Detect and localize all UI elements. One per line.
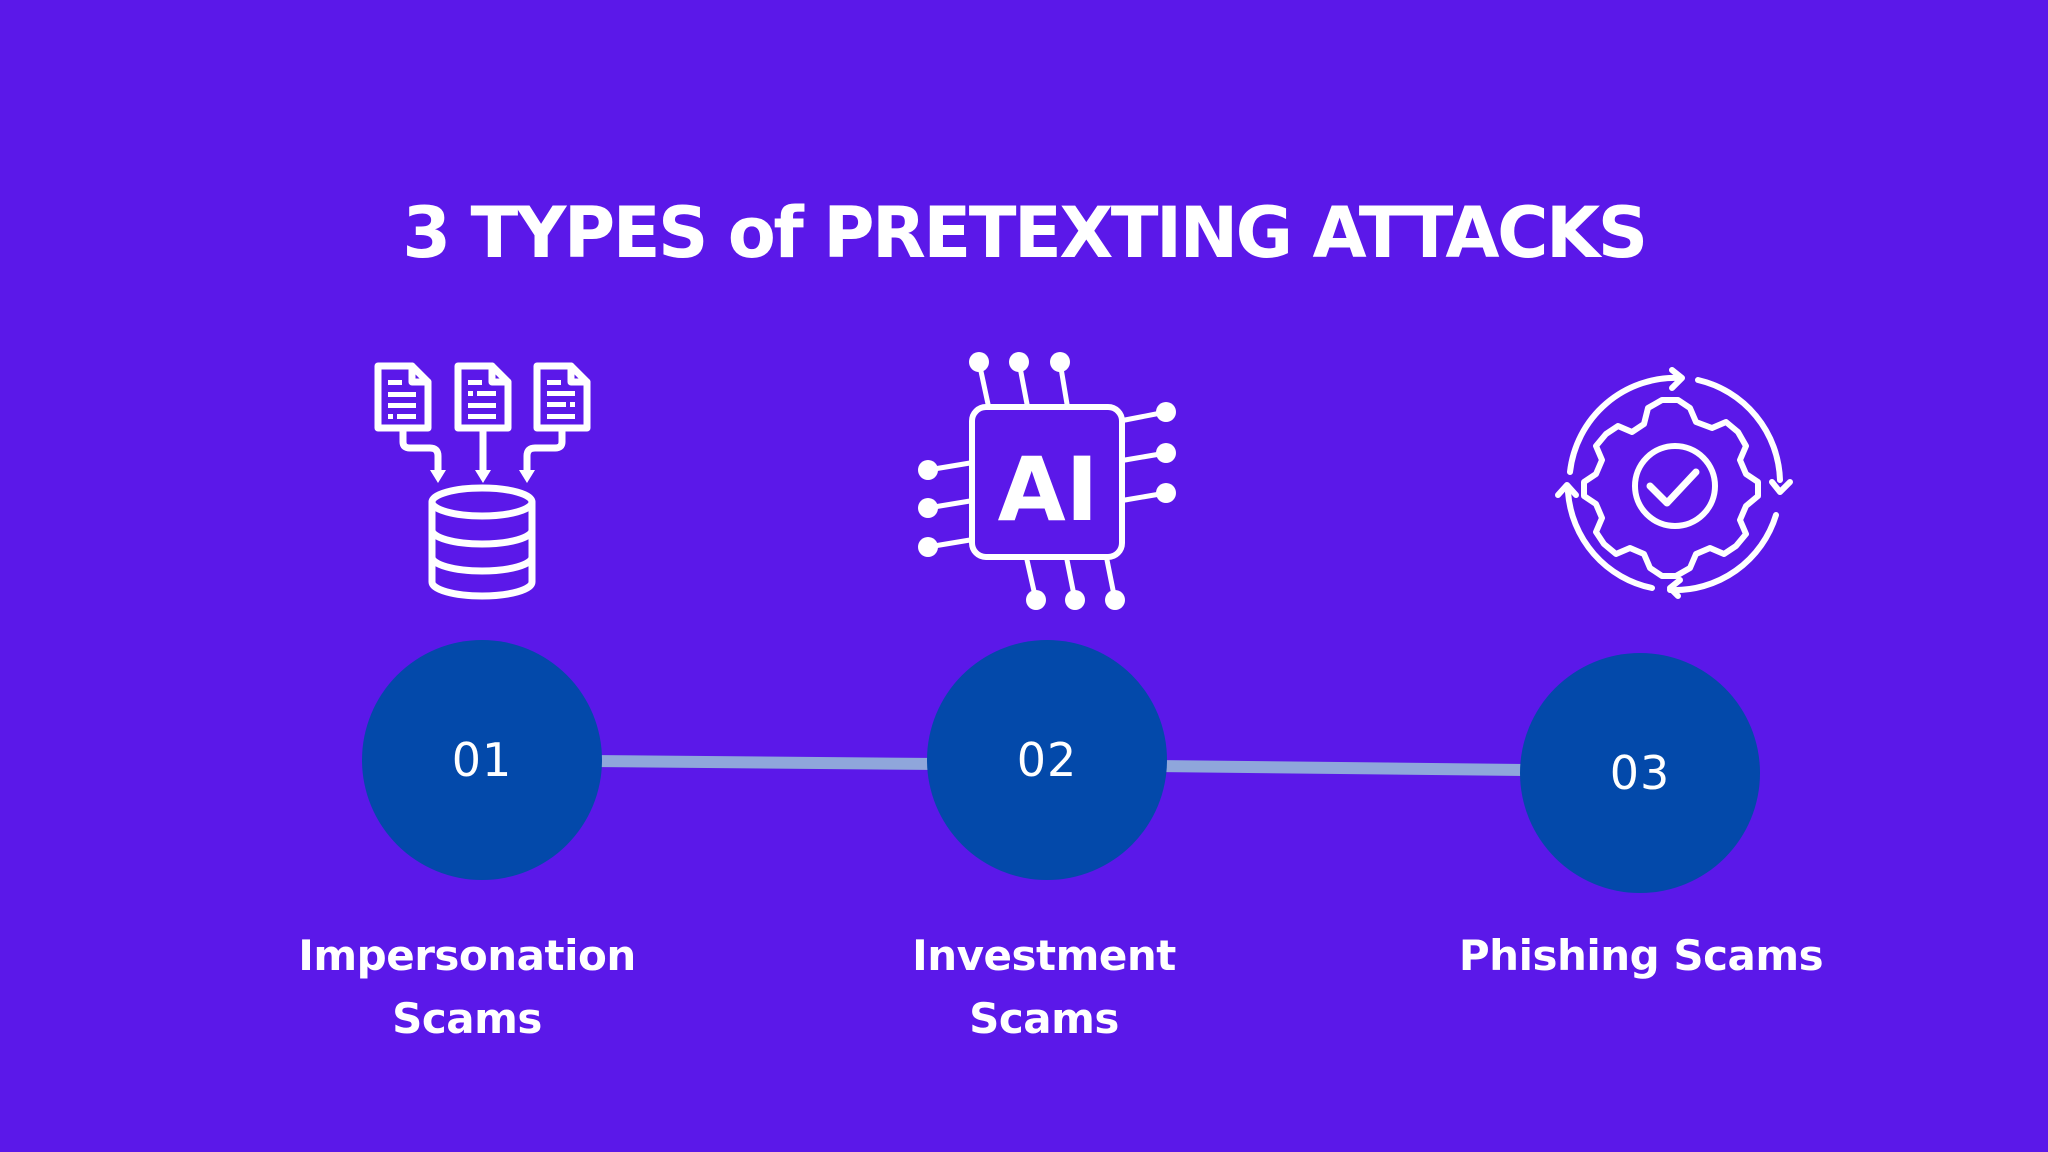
step-circle-2: 02 <box>927 640 1167 880</box>
step-number-1: 01 <box>451 733 513 787</box>
step-label-3: Phishing Scams <box>1401 924 1881 987</box>
connector-line-1-2 <box>589 755 941 770</box>
documents-to-database-icon <box>374 362 591 600</box>
step-circle-3: 03 <box>1520 653 1760 893</box>
step-number-3: 03 <box>1609 746 1671 800</box>
step-label-2-line2: Scams <box>969 994 1119 1043</box>
step-label-1-line2: Scams <box>392 994 542 1043</box>
gear-check-cycle-icon <box>1555 367 1793 599</box>
step-label-3-line1: Phishing Scams <box>1458 931 1824 980</box>
ai-chip-label: AI <box>998 438 1099 541</box>
step-label-2-line1: Investment <box>912 931 1176 980</box>
step-circle-1: 01 <box>362 640 602 880</box>
step-label-1-line1: Impersonation <box>298 931 636 980</box>
connector-line-2-3 <box>1154 760 1531 776</box>
step-number-2: 02 <box>1016 733 1078 787</box>
step-label-2: Investment Scams <box>804 924 1284 1050</box>
step-label-1: Impersonation Scams <box>227 924 707 1050</box>
ai-chip-icon: AI <box>918 352 1176 610</box>
page-title: 3 TYPES of PRETEXTING ATTACKS <box>402 192 1648 274</box>
